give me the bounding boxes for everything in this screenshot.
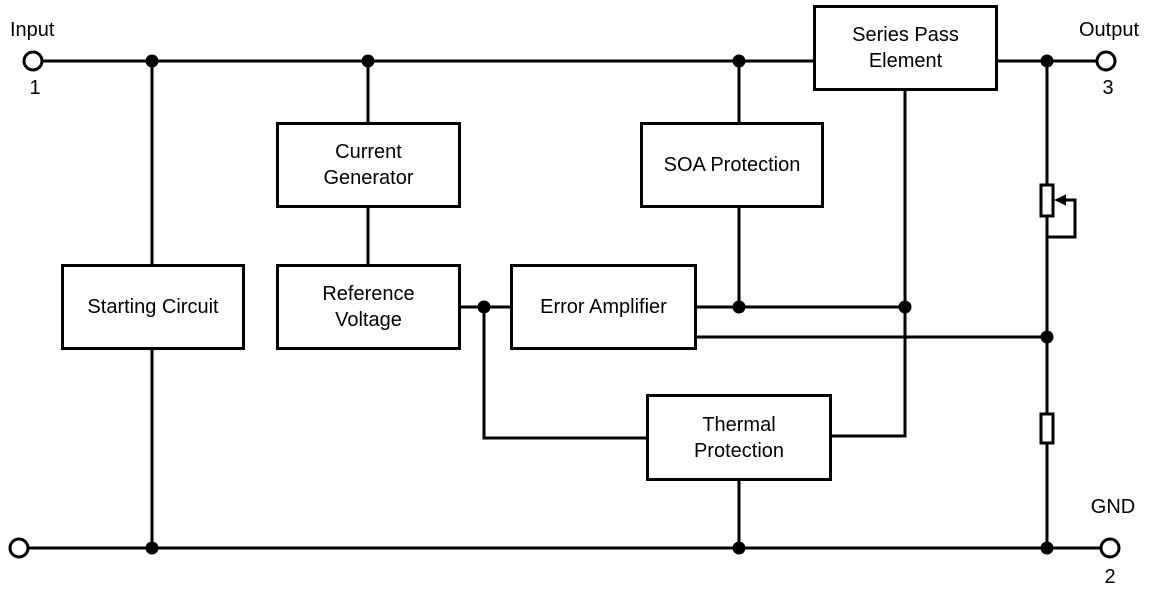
junction-dot	[145, 54, 159, 68]
input-pin-number: 1	[29, 77, 41, 99]
junction-dot	[1040, 54, 1054, 68]
block-label: Starting Circuit	[87, 296, 219, 318]
common-terminal	[8, 537, 30, 559]
block-label: Current Generator	[323, 141, 414, 189]
junction-dot	[732, 300, 746, 314]
wire-series-pass-drive	[832, 91, 907, 438]
resistor-symbol	[1039, 412, 1055, 445]
junction-dot	[1040, 541, 1054, 555]
output-terminal-label: Output	[1078, 19, 1140, 41]
block-series-pass-element: Series Pass Element	[813, 5, 998, 91]
block-thermal-protection: Thermal Protection	[646, 394, 832, 481]
junction-dot	[1040, 330, 1054, 344]
block-starting-circuit: Starting Circuit	[61, 264, 245, 350]
block-label: Series Pass Element	[852, 24, 959, 72]
input-terminal-label: Input	[10, 19, 55, 41]
junction-dot	[361, 54, 375, 68]
gnd-terminal	[1099, 537, 1121, 559]
wire-reference-to-thermal	[482, 307, 646, 440]
block-soa-protection: SOA Protection	[640, 122, 824, 208]
junction-dot	[145, 541, 159, 555]
input-terminal	[22, 50, 44, 72]
block-label: Reference Voltage	[322, 283, 415, 331]
pot-wiper-arrowhead	[1054, 194, 1066, 206]
potentiometer-symbol	[1039, 183, 1055, 218]
block-label: SOA Protection	[663, 154, 801, 176]
block-label: Thermal Protection	[693, 413, 785, 462]
output-pin-number: 3	[1102, 77, 1114, 99]
junction-dot	[898, 300, 912, 314]
junction-dot	[732, 54, 746, 68]
block-label: Error Amplifier	[540, 296, 667, 318]
junction-dot	[477, 300, 491, 314]
gnd-terminal-label: GND	[1090, 496, 1136, 518]
junction-dot	[732, 541, 746, 555]
block-reference-voltage: Reference Voltage	[276, 264, 461, 350]
output-terminal	[1095, 50, 1117, 72]
block-error-amplifier: Error Amplifier	[510, 264, 697, 350]
block-current-generator: Current Generator	[276, 122, 461, 208]
gnd-pin-number: 2	[1104, 566, 1116, 588]
